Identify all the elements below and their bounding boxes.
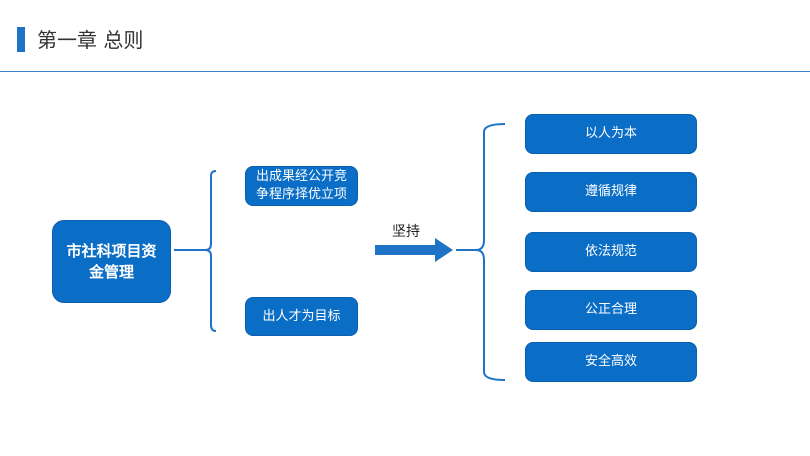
principle-node-3: 依法规范 — [525, 232, 697, 272]
principle-label: 遵循规律 — [584, 184, 637, 199]
branch-node-2: 出人才为目标 — [245, 297, 358, 336]
branch-node-1: 出成果经公开竞争程序择优立项 — [245, 166, 358, 206]
principle-label: 依法规范 — [584, 244, 637, 259]
arrow-right — [375, 238, 453, 262]
main-node-label: 市社科项目资金管理 — [66, 241, 157, 281]
left-brace — [174, 170, 217, 332]
principle-label: 以人为本 — [584, 126, 637, 141]
title-accent-bar — [17, 27, 25, 52]
right-brace — [456, 123, 506, 381]
principle-node-2: 遵循规律 — [525, 172, 697, 212]
page-title: 第一章 总则 — [37, 28, 144, 52]
principle-node-1: 以人为本 — [525, 114, 697, 154]
branch-node-label: 出人才为目标 — [262, 308, 341, 324]
principle-node-4: 公正合理 — [525, 290, 697, 330]
arrow-label: 坚持 — [392, 224, 420, 240]
principle-label: 安全高效 — [584, 354, 637, 369]
principle-label: 公正合理 — [584, 302, 637, 317]
branch-node-label: 出成果经公开竞争程序择优立项 — [255, 169, 347, 202]
main-node: 市社科项目资金管理 — [52, 220, 171, 303]
title-divider — [0, 71, 810, 72]
principle-node-5: 安全高效 — [525, 342, 697, 382]
